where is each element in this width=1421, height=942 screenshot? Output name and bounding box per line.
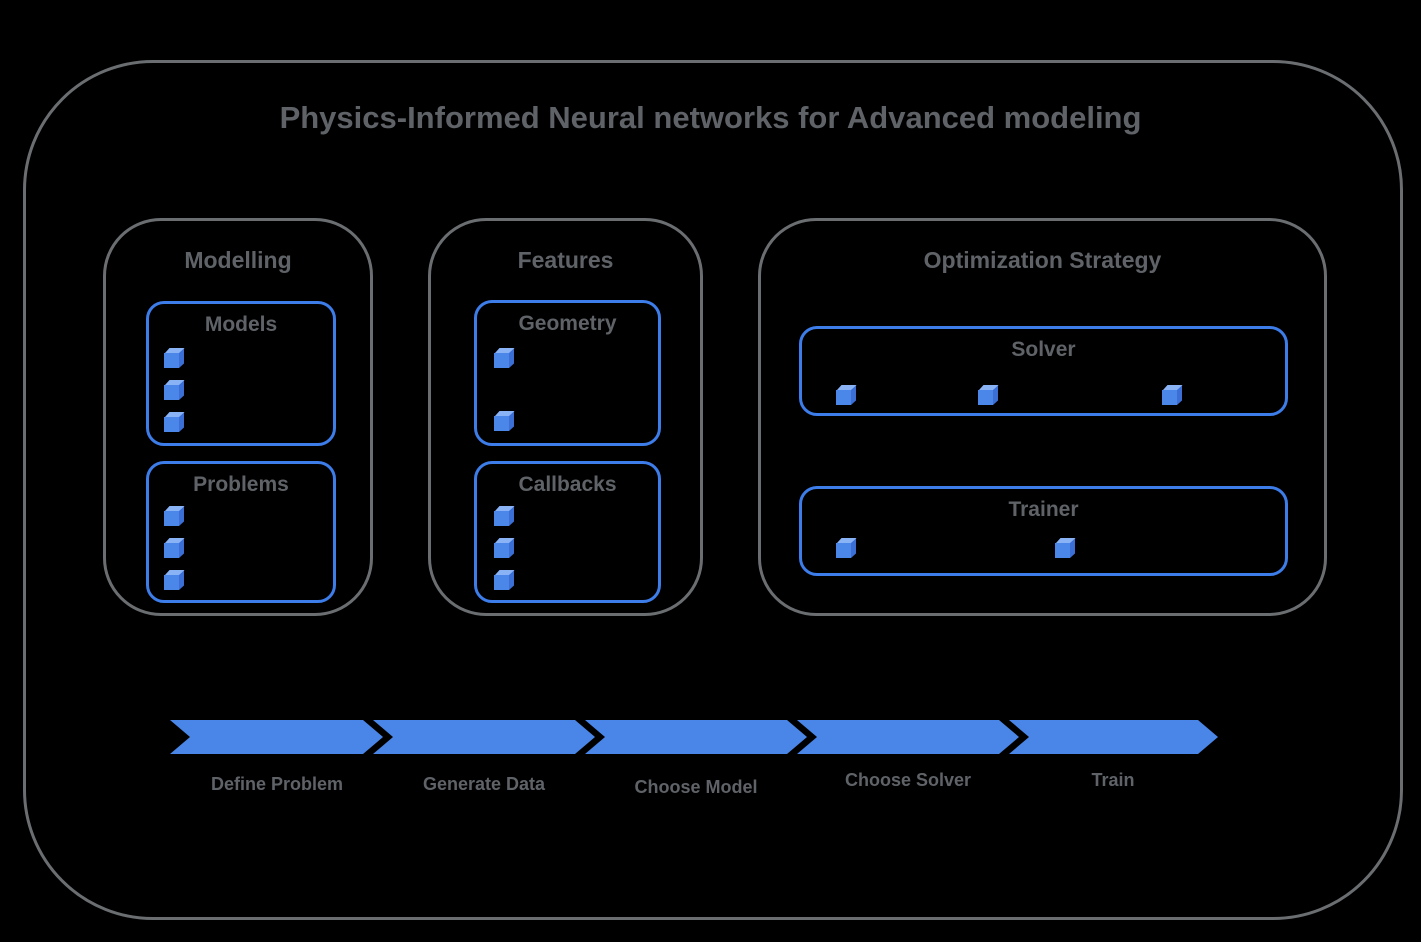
group-features: Features Geometry Callbacks	[428, 218, 703, 616]
box-geometry: Geometry	[474, 300, 661, 446]
group-optimization-strategy-label: Optimization Strategy	[923, 247, 1162, 273]
box-callbacks-label: Callbacks	[518, 473, 617, 496]
cube-icon	[494, 575, 509, 590]
cube-icon-list	[164, 353, 179, 432]
cube-icon-list	[802, 543, 1285, 563]
flow-step-label-train: Train	[1091, 770, 1135, 790]
cube-icon	[978, 390, 993, 405]
flow-step-label-generate-data: Generate Data	[422, 774, 546, 794]
box-problems: Problems	[146, 461, 336, 603]
cube-icon	[494, 511, 509, 526]
cube-icon	[494, 353, 509, 368]
flow-arrow-define-problem	[170, 720, 383, 754]
group-modelling-label: Modelling	[184, 247, 292, 273]
flow-arrow-generate-data	[373, 720, 595, 754]
box-geometry-label: Geometry	[518, 312, 617, 335]
group-modelling: Modelling Models Problems	[103, 218, 373, 616]
cube-icon	[494, 416, 509, 431]
cube-icon	[1055, 543, 1070, 558]
group-optimization-strategy: Optimization Strategy Solver Trainer	[758, 218, 1327, 616]
cube-icon	[164, 575, 179, 590]
box-models: Models	[146, 301, 336, 446]
cube-icon	[1162, 390, 1177, 405]
box-solver: Solver	[799, 326, 1288, 416]
box-callbacks: Callbacks	[474, 461, 661, 603]
cube-icon-list	[494, 511, 509, 590]
box-trainer-label: Trainer	[1008, 498, 1079, 521]
flow-step-label-define-problem: Define Problem	[210, 774, 344, 794]
cube-icon	[164, 543, 179, 558]
cube-icon	[164, 353, 179, 368]
cube-icon	[164, 417, 179, 432]
flow-arrow-choose-model	[585, 720, 807, 754]
cube-icon-list	[164, 511, 179, 590]
flow-arrow-train	[1009, 720, 1218, 754]
page-title: Physics-Informed Neural networks for Adv…	[279, 100, 1142, 135]
box-trainer: Trainer	[799, 486, 1288, 576]
cube-icon-list	[494, 353, 509, 431]
main-frame	[23, 60, 1403, 920]
cube-icon	[164, 385, 179, 400]
cube-icon	[164, 511, 179, 526]
group-features-label: Features	[517, 247, 614, 273]
flow-step-label-choose-solver: Choose Solver	[844, 770, 972, 790]
cube-icon	[836, 543, 851, 558]
cube-icon	[494, 543, 509, 558]
box-solver-label: Solver	[1011, 338, 1076, 361]
flow-arrow-choose-solver	[797, 720, 1019, 754]
box-problems-label: Problems	[193, 473, 289, 496]
box-models-label: Models	[204, 313, 278, 336]
flow-step-label-choose-model: Choose Model	[634, 777, 758, 797]
cube-icon	[836, 390, 851, 405]
cube-icon-list	[802, 390, 1285, 410]
